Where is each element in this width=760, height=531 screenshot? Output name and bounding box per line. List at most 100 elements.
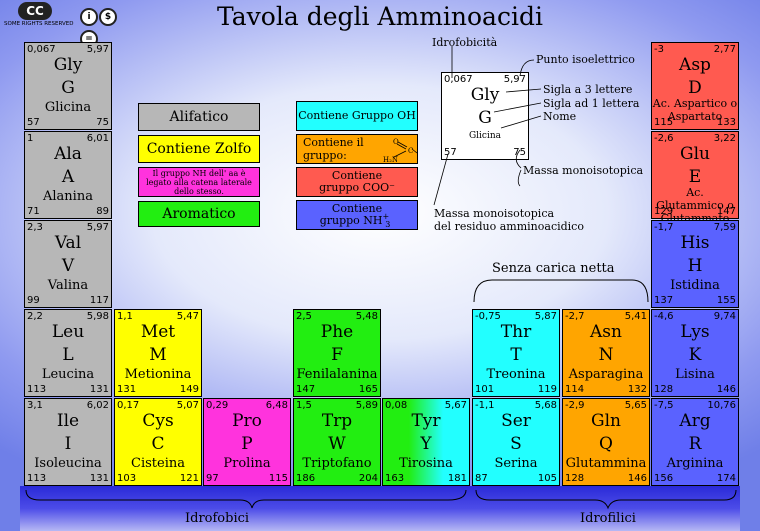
hydrophobicity: 2,5 [296,311,312,322]
residue-mass: 113 [27,384,47,395]
hydrophobicity: -2,9 [565,400,585,411]
hydrophobicity: 3,1 [27,400,43,411]
amino-name: Glicina [44,100,92,115]
hydrophobicity: 1,1 [117,311,133,322]
amino-name: Lisina [675,367,715,382]
mass: 89 [96,206,109,217]
residue-mass: 115 [654,117,674,128]
isoelectric-point: 2,77 [713,44,736,55]
hydrophobicity: 1,5 [296,400,312,411]
code3: Leu [51,322,85,342]
hydrophobicity: -2,6 [654,133,674,144]
annot-sigla3: Sigla a 3 lettere [543,83,633,96]
residue-mass: 163 [385,473,405,484]
isoelectric-point: 5,97 [86,44,109,55]
mass: 131 [89,384,109,395]
legend-oh: Contiene Gruppo OH [296,101,418,131]
legend-nh3-l1: Contiene [331,202,383,215]
mass: 121 [179,473,199,484]
residue-mass: 131 [117,384,137,395]
code3: Gly [53,55,83,75]
hydrophobicity: 0,29 [206,400,229,411]
cc-logo: CC SOME RIGHTS RESERVED [4,2,74,30]
residue-mass: 57 [27,117,40,128]
legend-nh3: Contiene gruppo NH+3 [296,200,418,230]
mass: 146 [627,473,647,484]
annot-idrofobicita: Idrofobicità [432,36,498,49]
code1: W [328,434,346,454]
isoelectric-point: 5,07 [176,400,199,411]
code3: Ala [54,144,82,164]
amino-name: Alanina [43,189,93,204]
legend-coo: Contiene gruppo COO⁻ [296,167,418,197]
legend-nh3-sup: + [382,212,390,221]
amino-name: Ac. Aspartico o Aspartato [652,97,738,123]
amino-name: Tirosina [399,456,453,471]
legend-aromatico: Aromatico [138,201,260,227]
code3: Lys [680,322,710,342]
amide-h2n: H₂N [383,156,399,164]
annot-massa-res-l1: Massa monoisotopica [434,207,555,220]
code1: M [149,345,167,365]
code1: P [241,434,253,454]
isoelectric-point: 9,74 [713,311,736,322]
key-mass: 75 [513,147,526,158]
code3: Glu [680,144,710,164]
hydrophobicity: -4,6 [654,311,674,322]
code3: Ile [56,411,80,431]
mass: 131 [89,473,109,484]
group-idrofobici: Idrofobici [185,511,250,526]
residue-mass: 186 [296,473,316,484]
hydrophobicity: 0,08 [385,400,408,411]
hydrophobicity: -3 [654,44,664,55]
residue-mass: 99 [27,295,40,306]
legend-alifatico: Alifatico [138,103,260,131]
isoelectric-point: 5,89 [355,400,378,411]
code1: V [61,256,75,276]
legend-nh3-sub: 3 [385,220,391,229]
legend-amide: Contiene il gruppo: O C H₂N [296,134,418,164]
amide-c: C [408,147,414,155]
code1: R [688,434,702,454]
mass: 132 [627,384,647,395]
residue-mass: 128 [654,384,674,395]
isoelectric-point: 6,01 [86,133,109,144]
noncommercial-icon: $ [99,8,117,26]
isoelectric-point: 5,47 [176,311,199,322]
isoelectric-point: 6,48 [265,400,288,411]
amino-name: Metionina [124,367,192,382]
isoelectric-point: 5,41 [624,311,647,322]
legend-amide-l1: Contiene il [303,136,364,149]
code1: F [331,345,343,365]
mass: 105 [537,473,557,484]
legend-coo-l1: Contiene [331,169,383,182]
code1: D [688,78,702,98]
mass: 147 [716,206,736,217]
legend-amide-l2: gruppo: [303,149,347,162]
amino-name: Cisteina [131,456,185,471]
mass: 117 [89,295,109,306]
attribution-icon: i [80,8,98,26]
hydrophobicity: -0,75 [475,311,501,322]
mass: 149 [179,384,199,395]
amino-name: Asparagina [568,367,644,382]
code3: Tyr [411,411,441,431]
code3: Met [140,322,176,342]
code1: T [510,345,522,365]
code3: Trp [321,411,353,431]
code3: Arg [679,411,711,431]
mass: 204 [358,473,378,484]
